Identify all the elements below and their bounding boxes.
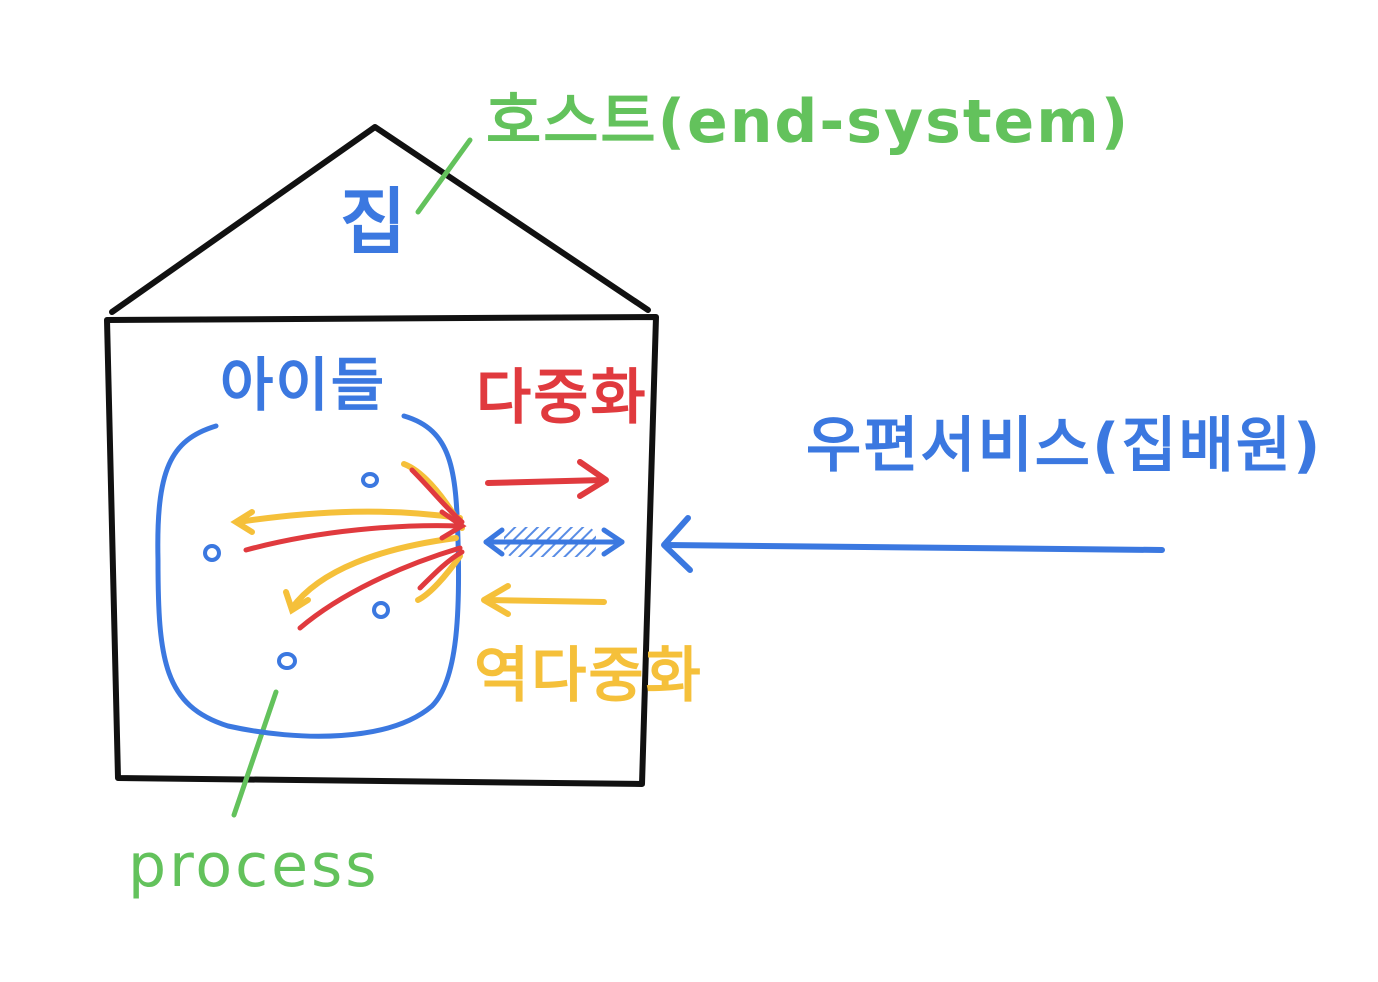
host-label: 호스트(end-system) bbox=[486, 87, 1131, 157]
postal-service-arrow bbox=[661, 515, 1165, 573]
bidirectional-channel bbox=[483, 527, 625, 557]
process-dot bbox=[361, 472, 379, 488]
demultiplexing-label: 역다중화 bbox=[474, 641, 703, 711]
house-label: 집 bbox=[340, 180, 409, 264]
house-roof bbox=[109, 124, 651, 315]
postal-service-label: 우편서비스(집배원) bbox=[806, 411, 1323, 481]
mux-arrows bbox=[243, 467, 467, 631]
multiplexing-label: 다중화 bbox=[476, 363, 648, 433]
house-body bbox=[104, 314, 659, 787]
process-dot bbox=[203, 544, 221, 562]
mux-arrow bbox=[485, 459, 609, 499]
kids-label: 아이들 bbox=[220, 351, 387, 419]
demux-arrows bbox=[230, 461, 465, 615]
process-label: process bbox=[128, 831, 380, 901]
host-pointer-line bbox=[415, 137, 473, 215]
process-pointer-line bbox=[231, 689, 279, 818]
process-dot bbox=[372, 601, 390, 619]
demux-arrow bbox=[481, 583, 607, 617]
kids-enclosure bbox=[155, 413, 462, 739]
process-dot bbox=[277, 652, 297, 670]
